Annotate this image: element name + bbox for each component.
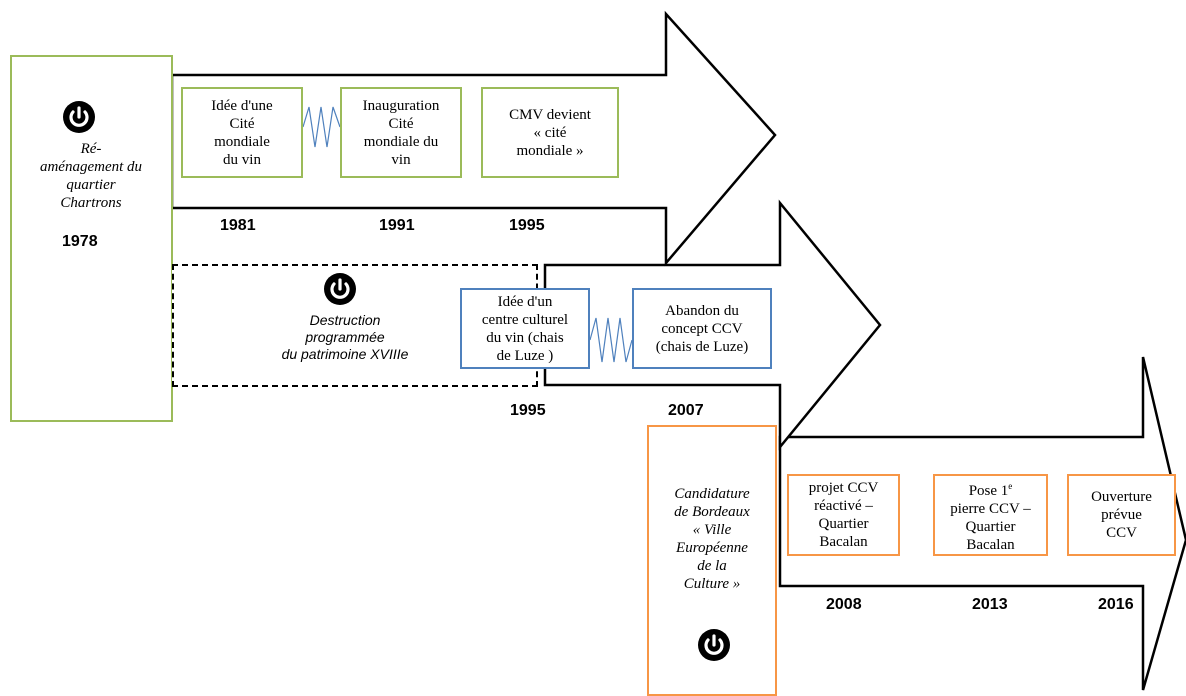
phase1-event-2: Inauguration Cité mondiale du vin: [340, 87, 462, 178]
zigzag-connector-2: [589, 317, 633, 363]
phase3-event-1: projet CCV réactivé – Quartier Bacalan: [787, 474, 900, 556]
event-label: Idée d'un centre culturel du vin (chais …: [481, 293, 569, 364]
phase2-year-1: 1995: [510, 402, 546, 419]
power-icon: [698, 629, 730, 661]
phase3-year-2: 2013: [972, 596, 1008, 613]
phase3-year-1: 2008: [826, 596, 862, 613]
phase1-year-1: 1981: [220, 217, 256, 234]
phase1-year-3: 1995: [509, 217, 545, 234]
phase2-year-2: 2007: [668, 402, 704, 419]
phase2-event-1: Idée d'un centre culturel du vin (chais …: [460, 288, 590, 369]
event-label: Idée d'une Cité mondiale du vin: [211, 97, 273, 168]
phase1-start-label: Ré- aménagement du quartier Chartrons: [39, 141, 143, 211]
phase1-year-2: 1991: [379, 217, 415, 234]
power-icon: [63, 101, 95, 133]
phase3-start-label: Candidature de Bordeaux « Ville Européen…: [674, 486, 750, 592]
phase2-start-label: Destruction programmée du patrimoine XVI…: [281, 312, 409, 362]
event-label: Pose 1e pierre CCV – Quartier Bacalan: [950, 480, 1031, 553]
event-label: projet CCV réactivé – Quartier Bacalan: [808, 480, 879, 550]
power-icon: [324, 273, 356, 305]
event-label: Inauguration Cité mondiale du vin: [362, 97, 440, 168]
event-label: CMV devient « cité mondiale »: [509, 106, 591, 159]
phase1-start-year: 1978: [62, 233, 98, 250]
zigzag-connector-1: [302, 106, 341, 148]
phase2-event-2: Abandon du concept CCV (chais de Luze): [632, 288, 772, 369]
phase1-event-3: CMV devient « cité mondiale »: [481, 87, 619, 178]
phase3-year-3: 2016: [1098, 596, 1134, 613]
phase3-event-3: Ouverture prévue CCV: [1067, 474, 1176, 556]
arrow-phase1: [170, 10, 777, 267]
event-label: Abandon du concept CCV (chais de Luze): [655, 302, 749, 355]
phase3-event-2: Pose 1e pierre CCV – Quartier Bacalan: [933, 474, 1048, 556]
event-label: Ouverture prévue CCV: [1091, 489, 1152, 541]
phase1-event-1: Idée d'une Cité mondiale du vin: [181, 87, 303, 178]
